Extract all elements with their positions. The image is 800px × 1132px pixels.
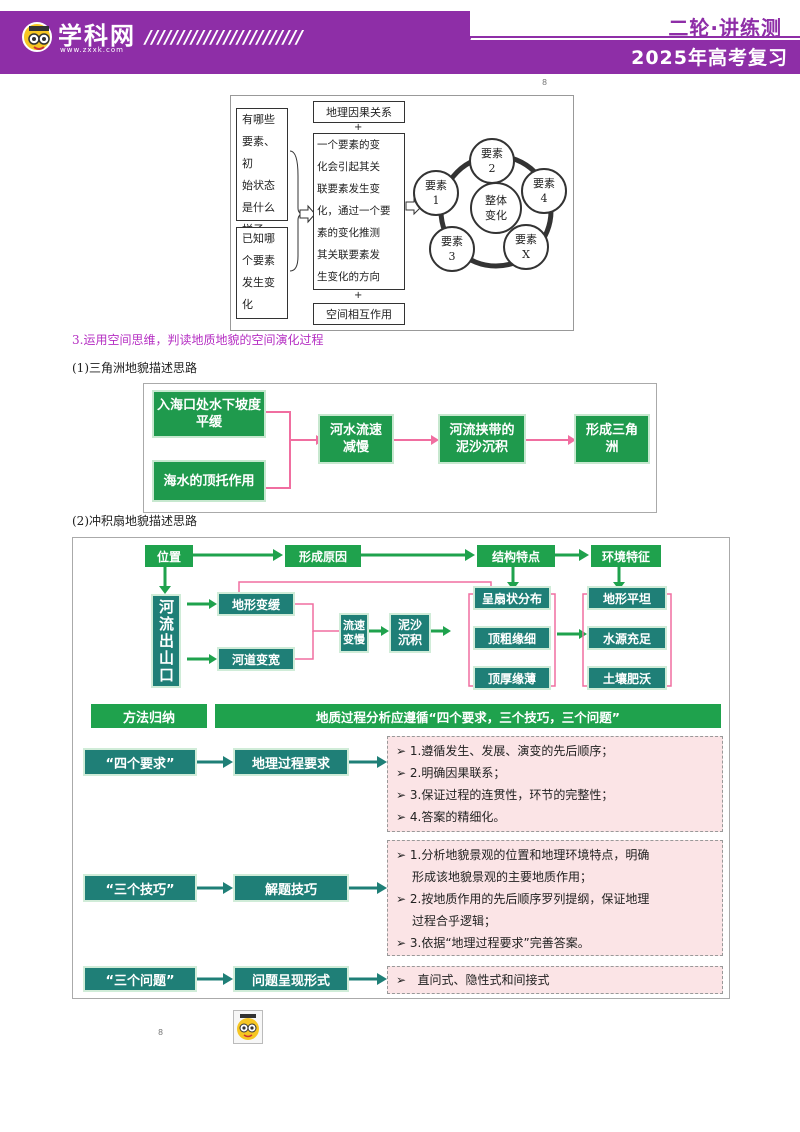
header-bottom-line <box>0 71 800 74</box>
fan-channel: 河道变宽 <box>217 647 295 671</box>
delta-cause-slope: 入海口处水下坡度平缓 <box>152 390 266 438</box>
fan-flow: 流速变慢 <box>339 613 369 653</box>
row-four-requirements: “四个要求” <box>83 748 197 776</box>
fan-position: 位置 <box>145 545 193 567</box>
delta-slow-flow: 河水流速减慢 <box>318 414 394 464</box>
mascot-icon <box>233 1010 263 1044</box>
fan-cause: 形成原因 <box>285 545 361 567</box>
fan-structure-2: 顶粗缘细 <box>473 626 551 650</box>
fan-structure: 结构特点 <box>477 545 555 567</box>
subsection-fan: (2)冲积扇地貌描述思路 <box>72 514 197 528</box>
method-summary: 方法归纳 <box>91 704 207 728</box>
header-decoration: //////////////////////// <box>145 27 303 48</box>
left-box-2: 已知哪个要素发生变化 <box>236 227 288 319</box>
fan-structure-3: 顶厚缘薄 <box>473 666 551 690</box>
list-item: ➢ 1.遵循发生、发展、演变的先后顺序； <box>396 744 614 758</box>
logo-icon <box>22 22 52 52</box>
list-item: ➢ 4.答案的精细化。 <box>396 810 506 824</box>
list-item: 形成该地貌景观的主要地质作用； <box>412 870 593 884</box>
question-forms-list: ➢ 直问式、隐性式和间接式 <box>387 966 723 994</box>
row-question-forms: 问题呈现形式 <box>233 966 349 992</box>
fan-terrain: 地形变缓 <box>217 592 295 616</box>
list-item: ➢ 3.依据“地理过程要求”完善答案。 <box>396 936 590 950</box>
list-item: ➢ 2.按地质作用的先后顺序罗列提纲，保证地理 <box>396 892 650 906</box>
list-item: ➢ 1.分析地貌景观的位置和地理环境特点，明确 <box>396 848 650 862</box>
bottom-label: 空间相互作用 <box>313 303 405 325</box>
delta-cause-tide: 海水的顶托作用 <box>152 460 266 502</box>
logo-url: www.zxxk.com <box>60 46 124 54</box>
section-title: 3.运用空间思维，判读地质地貌的空间演化过程 <box>72 333 324 347</box>
list-item: ➢ 3.保证过程的连贯性，环节的完整性； <box>396 788 614 802</box>
list-item: ➢ 2.明确因果联系； <box>396 766 506 780</box>
fan-sediment: 泥沙沉积 <box>389 613 431 653</box>
list-item: ➢ 直问式、隐性式和间接式 <box>396 973 550 987</box>
page-mark: 8 <box>542 78 548 87</box>
row-solving-techniques: 解题技巧 <box>233 874 349 902</box>
delta-flow-diagram: 入海口处水下坡度平缓 海水的顶托作用 河水流速减慢 河流挟带的泥沙沉积 形成三角… <box>143 383 657 513</box>
subsection-delta: (1)三角洲地貌描述思路 <box>72 361 197 375</box>
fan-env-2: 水源充足 <box>587 626 667 650</box>
fan-env-3: 土壤肥沃 <box>587 666 667 690</box>
center-text-box: 一个要素的变化会引起其关联要素发生变化，通过一个要素的变化推测其关联要素发生变化… <box>313 133 405 290</box>
delta-result: 形成三角洲 <box>574 414 650 464</box>
row-three-techniques: “三个技巧” <box>83 874 197 902</box>
list-item: 过程合乎逻辑； <box>412 914 497 928</box>
circle-center: 整体变化 <box>470 182 522 234</box>
plus-sign: + <box>354 290 363 301</box>
alluvial-fan-diagram: 位置 形成原因 结构特点 环境特征 河流出山口 地形变缓 河道变宽 流速变慢 泥… <box>72 537 730 999</box>
header-banner <box>0 11 470 71</box>
series-title: 二轮·讲练测 <box>668 16 782 40</box>
fan-structure-1: 呈扇状分布 <box>473 586 551 610</box>
year-title: 2025年高考复习 <box>631 47 788 69</box>
plus-sign: + <box>354 122 363 133</box>
header-right-top <box>470 11 800 37</box>
requirements-list: ➢ 1.遵循发生、发展、演变的先后顺序； ➢ 2.明确因果联系； ➢ 3.保证过… <box>387 736 723 832</box>
delta-sediment: 河流挟带的泥沙沉积 <box>438 414 526 464</box>
fan-env-1: 地形平坦 <box>587 586 667 610</box>
row-three-questions: “三个问题” <box>83 966 197 992</box>
brace-arrow <box>289 150 316 272</box>
fan-outlet: 河流出山口 <box>151 594 181 688</box>
principle-banner: 地质过程分析应遵循“四个要求，三个技巧，三个问题” <box>215 704 721 728</box>
header-right-bar <box>470 40 800 71</box>
fan-connectors <box>159 549 672 985</box>
logo-name: 学科网 <box>58 22 136 50</box>
header-divider <box>470 36 800 38</box>
row-process-requirements: 地理过程要求 <box>233 748 349 776</box>
page-mark: 8 <box>158 1028 164 1037</box>
fan-environment: 环境特征 <box>591 545 661 567</box>
top-label: 地理因果关系 <box>313 101 405 123</box>
techniques-list: ➢ 1.分析地貌景观的位置和地理环境特点，明确 形成该地貌景观的主要地质作用； … <box>387 840 723 956</box>
